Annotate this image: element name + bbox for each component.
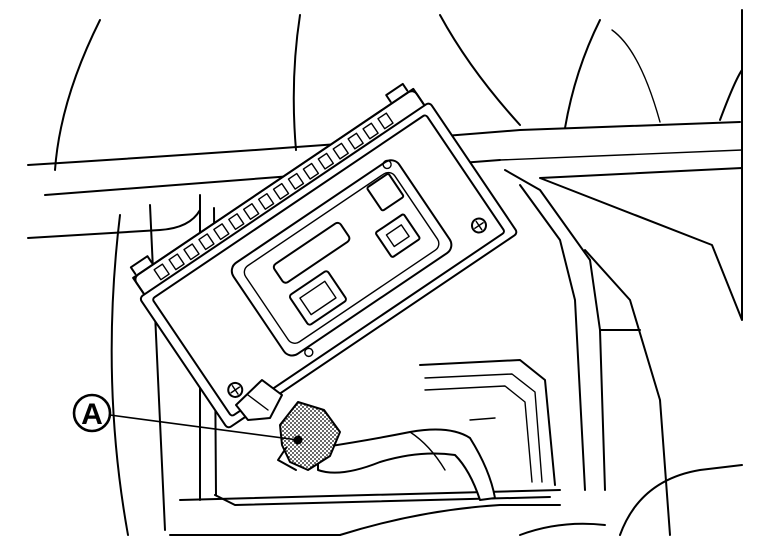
rear-port-top (366, 173, 405, 212)
rear-port-left (288, 270, 347, 326)
rear-port-right (375, 213, 421, 258)
slot-opening (272, 221, 351, 284)
dashboard-outline (27, 9, 743, 321)
raised-panel (230, 159, 453, 357)
screw-hole (470, 217, 487, 234)
wire-harness (317, 417, 496, 501)
vent-slots (153, 112, 394, 281)
unit-face (139, 102, 518, 429)
audio-unit (129, 82, 518, 429)
connector (235, 379, 341, 471)
screw-hole (227, 381, 244, 398)
callout-a: A (72, 393, 299, 441)
callout-letter: A (81, 398, 103, 431)
callout-leader-line (109, 414, 299, 441)
callout-circle (72, 393, 112, 433)
